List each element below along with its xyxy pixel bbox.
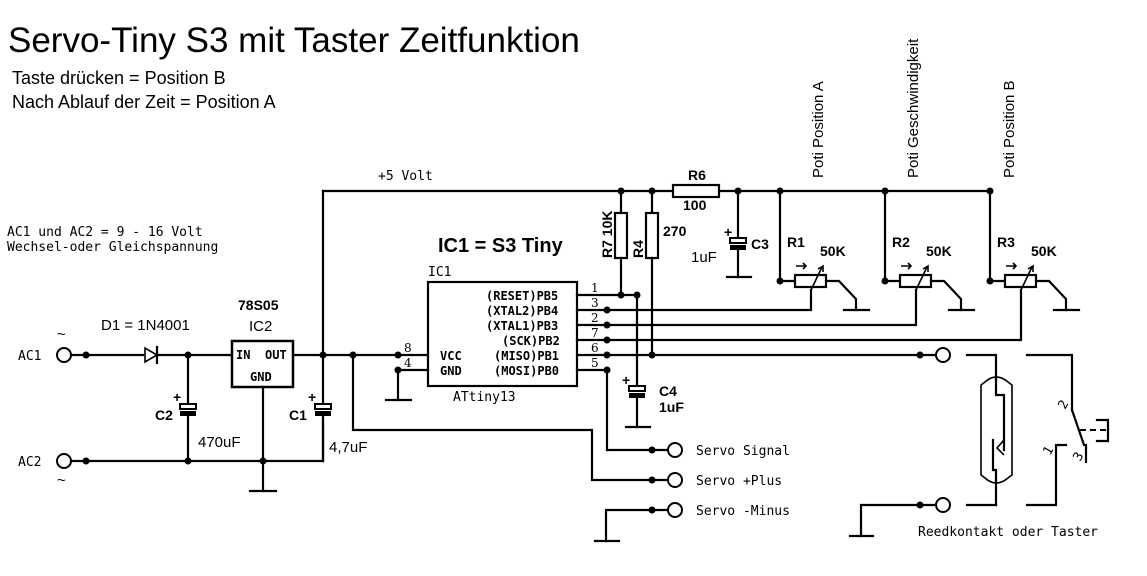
ac2-input: AC2 ~	[18, 419, 325, 489]
servo-plus-label: Servo +Plus	[696, 474, 782, 489]
pot-r1-ref: R1	[787, 234, 805, 250]
pot-r3-ref: R3	[997, 234, 1015, 250]
pot-r2: R2 50K Poti Geschwindigkeit	[881, 38, 976, 312]
resistor-r6: R6 100	[671, 167, 721, 213]
pot-r1-value: 50K	[820, 243, 846, 259]
mcu-pin-pb1: (MISO)PB1	[494, 349, 559, 363]
r7-label: R7 10K	[599, 211, 615, 258]
mcu-pin-pb5: (RESET)PB5	[486, 289, 558, 303]
pushbutton-switch: 2 1 3 Reedkontakt oder Taster	[918, 353, 1110, 540]
ac1-tilde: ~	[57, 326, 66, 343]
mcu-pin-num-1: 1	[591, 281, 599, 295]
servo-minus-label: Servo -Minus	[696, 504, 790, 519]
ac1-input: AC1 ~	[18, 326, 145, 364]
regulator-pin-gnd: GND	[250, 370, 272, 384]
switch-pin-1: 1	[1040, 444, 1057, 458]
switch-pin-3: 3	[1070, 450, 1087, 464]
ac2-terminal	[56, 453, 72, 469]
subtitle-line-1: Taste drücken = Position B	[12, 68, 226, 88]
mcu-pin-num-8: 8	[404, 341, 412, 355]
mcu-pin-gnd: GND	[440, 364, 462, 378]
c4-ref: C4	[659, 383, 677, 399]
c2-ref: C2	[155, 407, 173, 423]
r4-ref: R4	[630, 240, 646, 258]
capacitor-c4: + C4 1uF	[622, 293, 684, 429]
pot-r2-value: 50K	[926, 243, 952, 259]
switch-terminals	[848, 347, 951, 538]
pot-r3-value: 50K	[1031, 243, 1057, 259]
mcu-pin-num-7: 7	[591, 326, 599, 340]
ac1-terminal	[56, 347, 72, 363]
mcu-pin-num-6: 6	[591, 341, 599, 355]
ac2-tilde: ~	[57, 472, 66, 489]
mcu-pin-pb4: (XTAL2)PB4	[486, 304, 558, 318]
c3-value: 1uF	[691, 249, 717, 266]
pot-r3: R3 50K Poti Position B	[986, 80, 1081, 312]
mcu-pin-pb3: (XTAL1)PB3	[486, 319, 558, 333]
resistor-r4: R4 270	[630, 187, 687, 357]
mcu-part: ATtiny13	[453, 390, 516, 405]
rail-5v: +5 Volt	[321, 169, 992, 357]
diode-label: D1 = 1N4001	[101, 317, 190, 334]
schematic-title: Servo-Tiny S3 mit Taster Zeitfunktion	[8, 21, 580, 60]
supply-note-line-1: AC1 und AC2 = 9 - 16 Volt	[7, 225, 203, 240]
mcu-pin-pb0: (MOSI)PB0	[494, 364, 559, 378]
servo-terminals: Servo Signal Servo +Plus Servo -Minus	[593, 442, 790, 543]
r6-ref: R6	[688, 167, 706, 183]
pot-r1-label: Poti Position A	[810, 81, 827, 178]
mcu-pin-vcc: VCC	[440, 349, 462, 363]
pot-r2-ref: R2	[892, 234, 910, 250]
regulator-part: 78S05	[238, 297, 279, 313]
regulator-pin-out: OUT	[265, 348, 287, 362]
servo-signal-terminal	[667, 442, 683, 458]
resistor-r7: R7 10K	[599, 187, 629, 297]
servo-plus-terminal	[667, 472, 683, 488]
regulator-pin-in: IN	[236, 348, 250, 362]
c4-value: 1uF	[659, 399, 684, 415]
reed-contact	[965, 353, 1013, 507]
c4-plus: +	[622, 372, 630, 388]
c1-ref: C1	[289, 407, 307, 423]
mcu-ic1: IC1 = S3 Tiny IC1 ATtiny13 8 4 VCC GND (…	[384, 235, 599, 405]
pot-r1: R1 50K Poti Position A	[776, 81, 871, 312]
r6-value: 100	[683, 197, 707, 213]
c1-value: 4,7uF	[329, 439, 367, 456]
capacitor-c2: + C2 470uF	[155, 353, 241, 463]
mcu-pin-num-3: 3	[591, 296, 599, 310]
regulator-body	[230, 339, 295, 389]
pot-r2-label: Poti Geschwindigkeit	[905, 38, 922, 178]
ac2-label: AC2	[18, 455, 41, 470]
capacitor-c1: + C1 4,7uF	[289, 353, 367, 463]
mcu-ref: IC1	[428, 265, 451, 280]
switch-terminal-bottom	[935, 497, 951, 513]
supply-note-line-2: Wechsel-oder Gleichspannung	[7, 240, 218, 255]
capacitor-c3: + C3 1uF	[691, 187, 769, 279]
switch-label: Reedkontakt oder Taster	[918, 525, 1098, 540]
c3-plus: +	[724, 224, 732, 240]
mcu-pin-pb2: (SCK)PB2	[502, 334, 560, 348]
mcu-nets	[575, 288, 1023, 452]
mcu-heading: IC1 = S3 Tiny	[438, 235, 564, 257]
switch-terminal-top	[935, 347, 951, 363]
servo-minus-terminal	[667, 502, 683, 518]
mcu-pin-num-4: 4	[404, 356, 412, 370]
diode-d1: D1 = 1N4001	[101, 317, 234, 365]
rail-5v-label: +5 Volt	[378, 169, 433, 184]
c2-value: 470uF	[198, 434, 241, 451]
ac1-label: AC1	[18, 349, 41, 364]
c1-plus: +	[308, 389, 316, 405]
pot-r3-label: Poti Position B	[1001, 80, 1018, 178]
regulator-ref: IC2	[249, 318, 272, 335]
servo-signal-label: Servo Signal	[696, 444, 790, 459]
r4-value: 270	[663, 223, 687, 239]
mcu-pin-num-5: 5	[591, 356, 599, 370]
mcu-pin-num-2: 2	[591, 311, 599, 325]
regulator-ic2: 78S05 IC2 IN OUT GND	[230, 297, 402, 493]
c3-ref: C3	[751, 236, 769, 252]
mcu-body	[426, 280, 579, 388]
subtitle-line-2: Nach Ablauf der Zeit = Position A	[12, 92, 276, 112]
c2-plus: +	[173, 389, 181, 405]
switch-pin-2: 2	[1055, 398, 1072, 412]
